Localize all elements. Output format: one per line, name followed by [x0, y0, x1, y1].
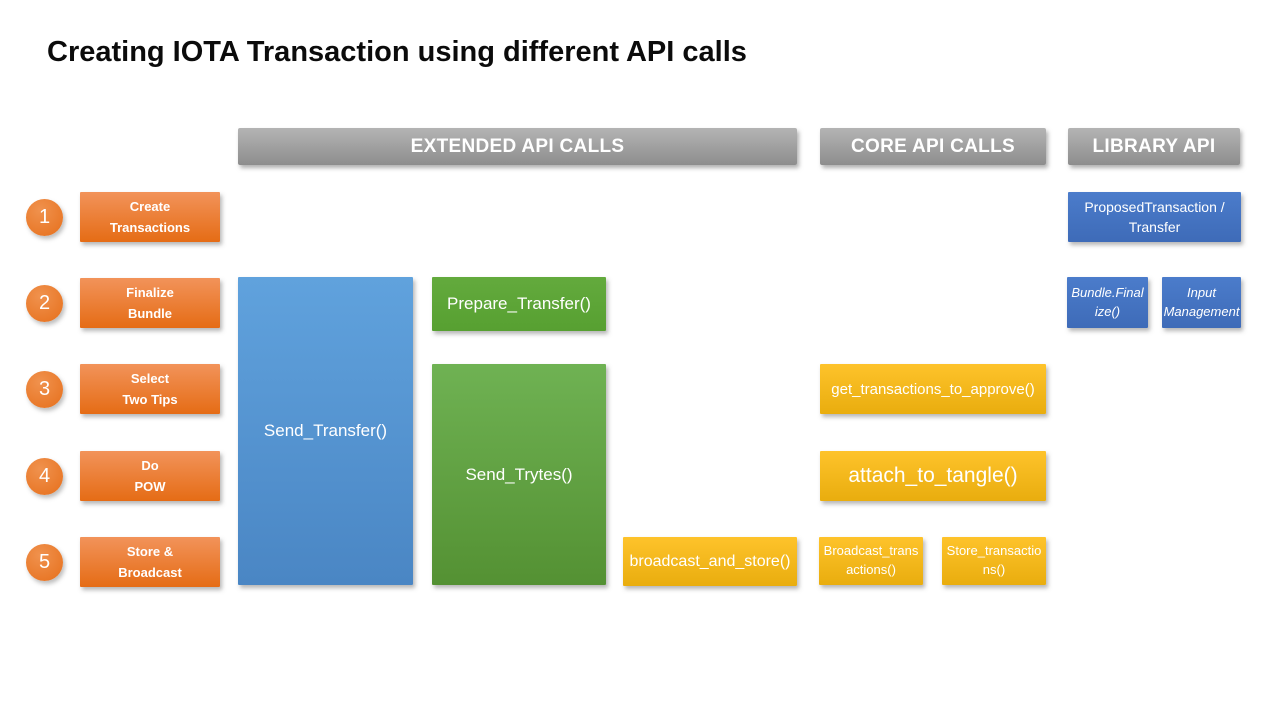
box-send-transfer: Send_Transfer(): [238, 277, 413, 585]
step-label-line2: Bundle: [127, 306, 173, 321]
step-box-store-broadcast: Store & Broadcast: [80, 537, 220, 587]
step-label-line2: Two Tips: [122, 392, 178, 407]
step-box-do-pow: Do POW: [80, 451, 220, 501]
header-core-api-calls: CORE API CALLS: [820, 128, 1046, 165]
step-number-4: 4: [26, 458, 63, 495]
step-label-line1: Finalize: [126, 284, 174, 300]
header-library-api: LIBRARY API: [1068, 128, 1240, 165]
page-title: Creating IOTA Transaction using differen…: [47, 36, 747, 68]
step-label: Select Two Tips: [122, 368, 177, 411]
step-label: Store & Broadcast: [118, 541, 182, 584]
box-prepare-transfer: Prepare_Transfer(): [432, 277, 606, 331]
box-store-transactions: Store_transactions(): [942, 537, 1046, 585]
step-number-5: 5: [26, 544, 63, 581]
step-label-line2: POW: [134, 479, 166, 494]
step-label-line1: Do: [141, 457, 159, 473]
box-input-management: Input Management: [1162, 277, 1241, 328]
box-broadcast-transactions: Broadcast_transactions(): [819, 537, 923, 585]
step-label-line2: Transactions: [109, 220, 191, 235]
step-label: Do POW: [134, 455, 165, 498]
step-box-create-transactions: Create Transactions: [80, 192, 220, 242]
header-extended-api-calls: EXTENDED API CALLS: [238, 128, 797, 165]
step-label: Create Transactions: [110, 196, 190, 239]
step-label: Finalize Bundle: [126, 282, 174, 325]
box-broadcast-and-store: broadcast_and_store(): [623, 537, 797, 586]
box-get-transactions-to-approve: get_transactions_to_approve(): [820, 364, 1046, 414]
step-label-line2: Broadcast: [118, 565, 182, 580]
step-label-line1: Create: [129, 198, 171, 214]
box-send-trytes: Send_Trytes(): [432, 364, 606, 585]
step-box-finalize-bundle: Finalize Bundle: [80, 278, 220, 328]
box-attach-to-tangle: attach_to_tangle(): [820, 451, 1046, 501]
step-label-line1: Select: [130, 370, 170, 386]
box-proposed-transaction-transfer: ProposedTransaction / Transfer: [1068, 192, 1241, 242]
box-bundle-finalize: Bundle.Finalize(): [1067, 277, 1148, 328]
step-number-1: 1: [26, 199, 63, 236]
step-number-3: 3: [26, 371, 63, 408]
step-number-2: 2: [26, 285, 63, 322]
step-label-line1: Store &: [126, 543, 174, 559]
step-box-select-two-tips: Select Two Tips: [80, 364, 220, 414]
